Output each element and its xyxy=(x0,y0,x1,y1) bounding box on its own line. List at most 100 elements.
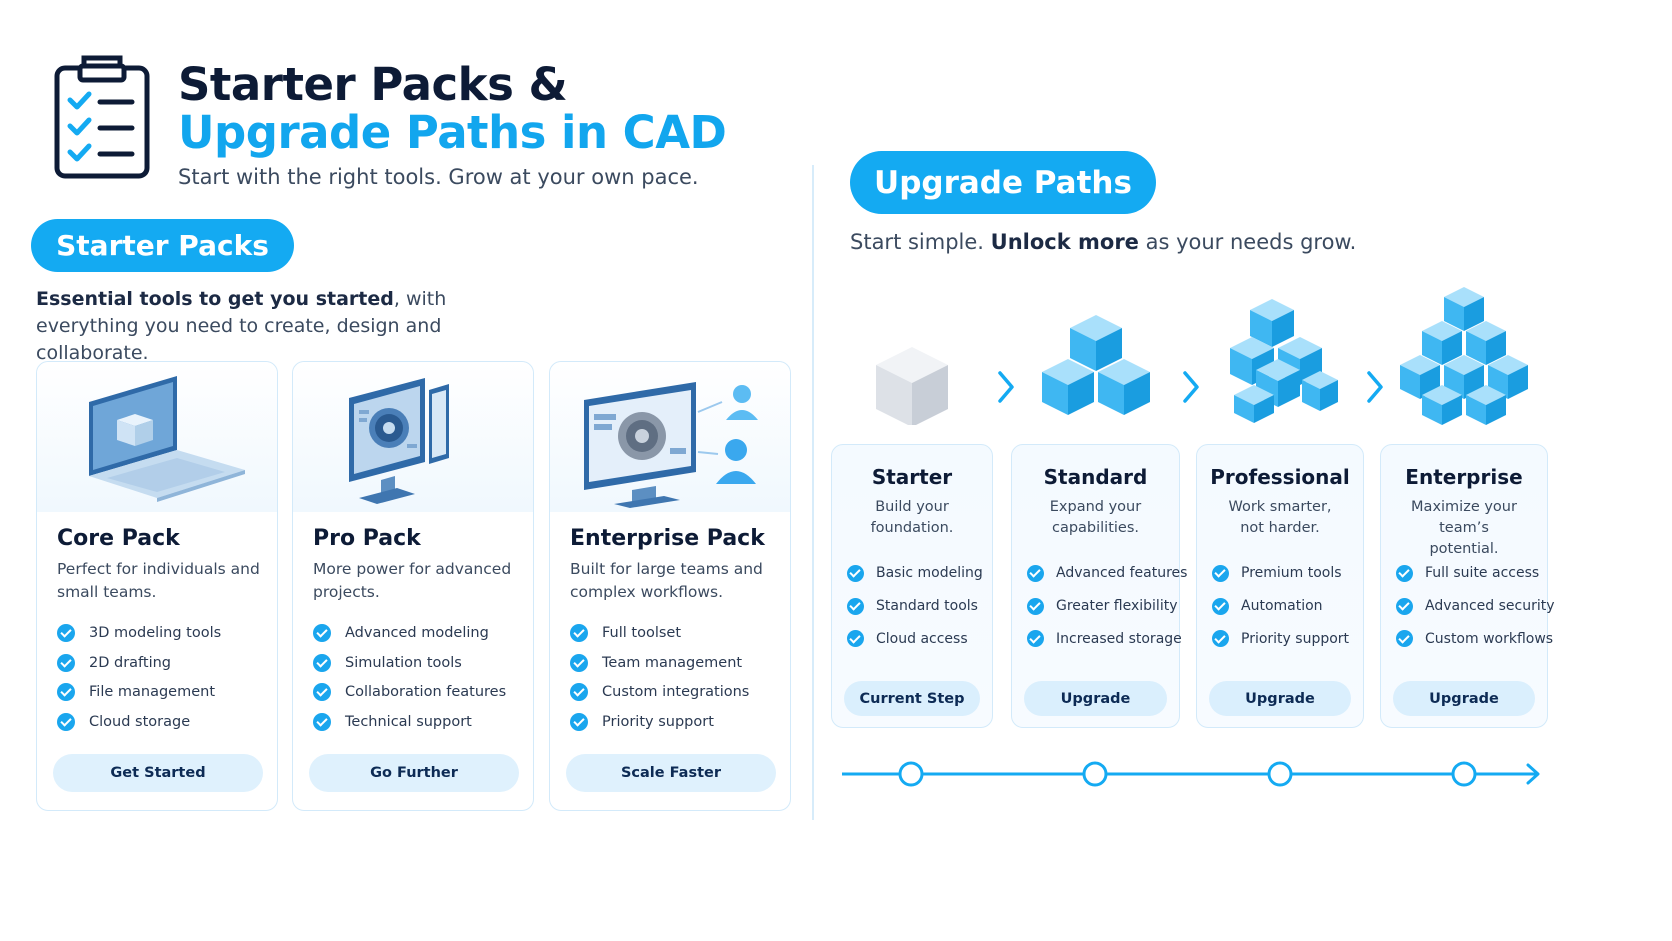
pack-card-core: Core Pack Perfect for individuals and sm… xyxy=(36,361,278,811)
list-item: Cloud access xyxy=(847,622,983,655)
timeline-node xyxy=(1451,761,1477,787)
pack-description: More power for advanced projects. xyxy=(313,560,512,601)
checkmark-icon xyxy=(313,683,331,702)
checkmark-icon xyxy=(1027,597,1044,615)
checkmark-icon xyxy=(570,653,588,672)
pack-title: Pro Pack xyxy=(313,526,421,551)
tier-description: Build your foundation. xyxy=(870,499,954,536)
upgrade-professional-button[interactable]: Upgrade xyxy=(1209,681,1351,716)
pack-illustration xyxy=(293,362,533,512)
list-item: Team management xyxy=(570,648,749,678)
pack-description: Perfect for individuals and small teams. xyxy=(57,560,260,601)
tier-title: Enterprise xyxy=(1405,465,1523,489)
laptop-cube-icon xyxy=(89,376,245,502)
list-item: Technical support xyxy=(313,707,506,737)
six-cubes-icon xyxy=(1230,299,1338,423)
pack-illustration xyxy=(550,362,790,512)
tier-title: Standard xyxy=(1043,465,1148,489)
checkmark-icon xyxy=(847,630,864,648)
list-item: Priority support xyxy=(1212,622,1349,655)
list-item: Custom integrations xyxy=(570,677,749,707)
checkmark-icon xyxy=(1212,597,1229,615)
pack-description: Built for large teams and complex workfl… xyxy=(570,560,763,601)
chevron-right-icon xyxy=(1183,371,1199,403)
checkmark-icon xyxy=(570,712,588,731)
page-title-accent: Upgrade Paths in CAD xyxy=(178,106,727,159)
checkmark-icon xyxy=(847,564,864,582)
tier-description: Work smarter, not harder. xyxy=(1228,499,1332,536)
pack-feature-list: Advanced modeling Simulation tools Colla… xyxy=(313,618,506,737)
list-item: Simulation tools xyxy=(313,648,506,678)
timeline-node xyxy=(898,761,924,787)
tier-card-starter: Starter Build your foundation. Basic mod… xyxy=(831,444,993,728)
timeline-node xyxy=(1267,761,1293,787)
list-item: Advanced modeling xyxy=(313,618,506,648)
checkmark-icon xyxy=(313,623,331,642)
checkmark-icon xyxy=(313,712,331,731)
checkmark-icon xyxy=(313,653,331,672)
tier-feature-list: Basic modeling Standard tools Cloud acce… xyxy=(847,557,983,655)
list-item: Basic modeling xyxy=(847,557,983,590)
tier-feature-list: Advanced features Greater flexibility In… xyxy=(1027,557,1187,655)
upgrade-enterprise-button[interactable]: Upgrade xyxy=(1393,681,1535,716)
list-item: Advanced features xyxy=(1027,557,1187,590)
pack-illustration xyxy=(37,362,277,512)
tier-feature-list: Premium tools Automation Priority suppor… xyxy=(1212,557,1349,655)
list-item: Priority support xyxy=(570,707,749,737)
go-further-button[interactable]: Go Further xyxy=(309,754,519,792)
list-item: Premium tools xyxy=(1212,557,1349,590)
clipboard-checklist-icon xyxy=(54,55,150,179)
tier-title: Starter xyxy=(871,465,953,489)
pack-card-pro: Pro Pack More power for advanced project… xyxy=(292,361,534,811)
chevron-right-icon xyxy=(1367,371,1383,403)
monitor-gear-icon xyxy=(349,378,449,504)
list-item: Greater flexibility xyxy=(1027,590,1187,623)
page-title: Starter Packs & xyxy=(178,58,568,111)
checkmark-icon xyxy=(1027,564,1044,582)
pack-card-enterprise: Enterprise Pack Built for large teams an… xyxy=(549,361,791,811)
get-started-button[interactable]: Get Started xyxy=(53,754,263,792)
list-item: Increased storage xyxy=(1027,622,1187,655)
upgrade-paths-heading: Upgrade Paths xyxy=(850,151,1156,214)
tier-card-enterprise: Enterprise Maximize your team’s potentia… xyxy=(1380,444,1555,728)
list-item: Full suite access xyxy=(1396,557,1555,590)
timeline-arrow-icon xyxy=(1526,763,1540,785)
checkmark-icon xyxy=(570,683,588,702)
monitor-team-icon xyxy=(584,382,758,508)
checkmark-icon xyxy=(57,683,75,702)
tier-feature-list: Full suite access Advanced security Cust… xyxy=(1396,557,1555,655)
starter-packs-intro: Essential tools to get you started, with… xyxy=(36,288,447,364)
pack-feature-list: 3D modeling tools 2D drafting File manag… xyxy=(57,618,221,737)
page-subtitle: Start with the right tools. Grow at your… xyxy=(178,165,699,189)
checkmark-icon xyxy=(1396,564,1413,582)
section-divider xyxy=(812,165,814,820)
checkmark-icon xyxy=(57,653,75,672)
scale-faster-button[interactable]: Scale Faster xyxy=(566,754,776,792)
tier-title: Professional xyxy=(1210,465,1350,489)
current-step-button[interactable]: Current Step xyxy=(844,681,980,716)
list-item: Full toolset xyxy=(570,618,749,648)
nine-cubes-icon xyxy=(1400,287,1528,425)
pack-feature-list: Full toolset Team management Custom inte… xyxy=(570,618,749,737)
tier-card-standard: Standard Expand your capabilities. Advan… xyxy=(1011,444,1187,728)
chevron-right-icon xyxy=(998,371,1014,403)
list-item: Custom workflows xyxy=(1396,622,1555,655)
single-cube-icon xyxy=(876,347,948,425)
checkmark-icon xyxy=(1027,630,1044,648)
list-item: Standard tools xyxy=(847,590,983,623)
checkmark-icon xyxy=(847,597,864,615)
upgrade-standard-button[interactable]: Upgrade xyxy=(1024,681,1167,716)
checkmark-icon xyxy=(1212,564,1229,582)
starter-packs-heading: Starter Packs xyxy=(31,219,294,272)
tier-description: Maximize your team’s potential. xyxy=(1411,499,1517,557)
checkmark-icon xyxy=(1212,630,1229,648)
list-item: Automation xyxy=(1212,590,1349,623)
upgrade-timeline xyxy=(842,761,1540,787)
checkmark-icon xyxy=(57,623,75,642)
list-item: Advanced security xyxy=(1396,590,1555,623)
list-item: 2D drafting xyxy=(57,648,221,678)
list-item: 3D modeling tools xyxy=(57,618,221,648)
timeline-node xyxy=(1082,761,1108,787)
checkmark-icon xyxy=(57,712,75,731)
list-item: File management xyxy=(57,677,221,707)
